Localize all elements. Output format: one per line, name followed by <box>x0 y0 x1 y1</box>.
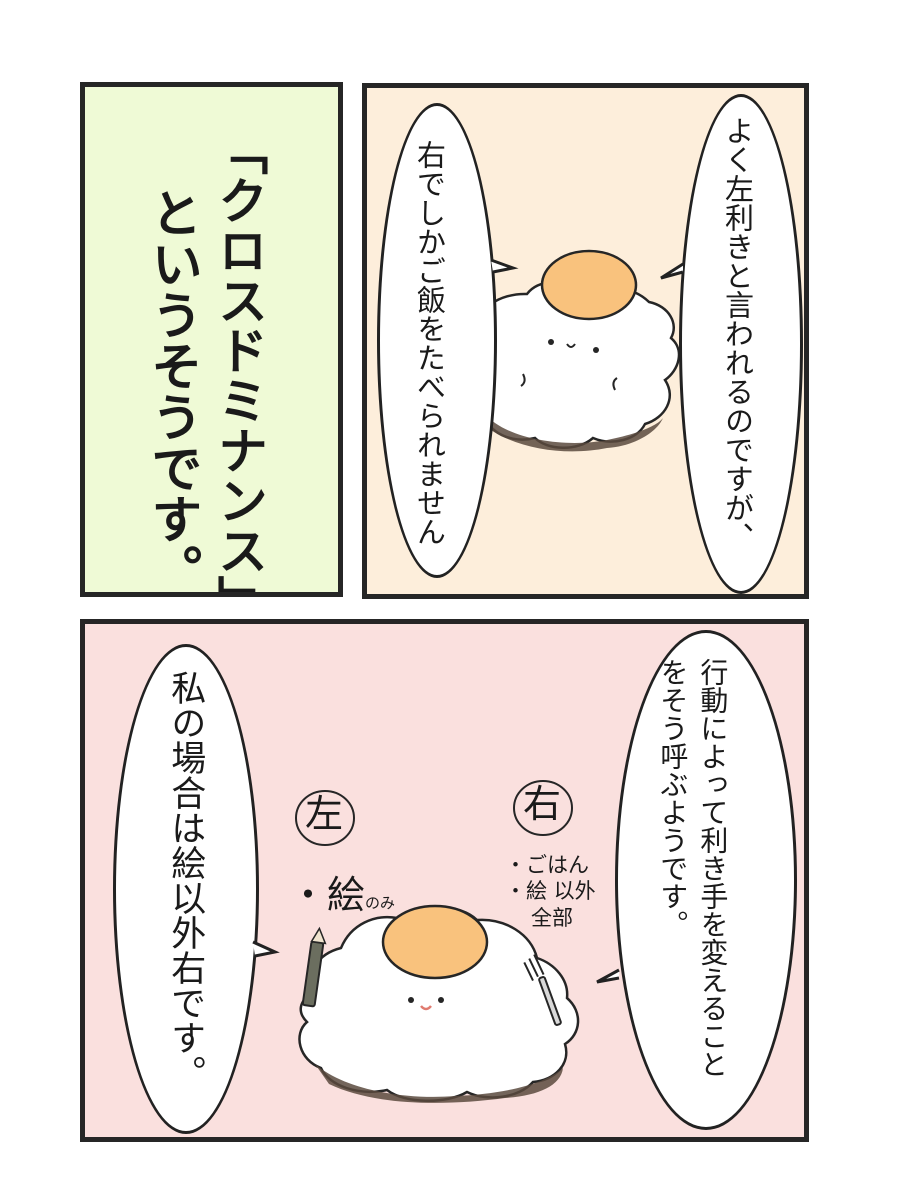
right-hand-note: ・ごはん ・絵 以外 全部 <box>505 852 596 931</box>
right-hand-label: 右 <box>523 782 562 826</box>
narration-line-2: というそうです。 <box>142 187 202 595</box>
left-hand-note-small: のみ <box>365 894 396 912</box>
right-hand-note-line-2: ・絵 以外 <box>505 879 596 904</box>
speech-right-text-line-2: をそう呼ぶようです。 <box>656 658 690 938</box>
speech-left-text: 右でしかご飯をたべられません <box>412 140 447 546</box>
speech-bubble-left <box>113 644 259 1134</box>
speech-bubble-right <box>615 630 797 1130</box>
speech-bubble-right-tail <box>596 968 620 984</box>
left-hand-label: 左 <box>305 792 344 836</box>
egg-character <box>468 249 681 452</box>
speech-right-text-line-1: 行動によって利き手を変えること <box>696 658 730 1078</box>
left-hand-note-main: ・絵 <box>289 873 366 917</box>
panel-cross-dominance: 私の場合は絵以外右です。 をそう呼ぶようです。 行動によって利き手を変えること … <box>80 619 809 1142</box>
speech-right-text: よく左利きと言われるのですが、 <box>720 116 755 551</box>
right-hand-note-line-3: 全部 <box>531 905 573 930</box>
speech-bubble-right-tail <box>660 262 684 280</box>
speech-bubble-left <box>377 103 497 578</box>
narration-line-1: 「クロスドミナンス」 <box>210 125 268 597</box>
panel-left-handed: 右でしかご飯をたべられません よく左利きと言われるのですが、 <box>362 83 809 599</box>
speech-bubble-left-tail <box>252 940 280 958</box>
fork-icon <box>523 954 562 1026</box>
right-hand-circle <box>513 780 573 836</box>
speech-bubble-right <box>679 94 803 594</box>
speech-bubble-left-tail <box>490 258 519 274</box>
left-hand-note: ・絵のみ <box>289 864 395 919</box>
egg-character <box>298 904 580 1103</box>
left-hand-circle <box>295 790 355 846</box>
panel-narration: というそうです。 「クロスドミナンス」 <box>80 82 343 597</box>
right-hand-note-line-1: ・ごはん <box>505 853 589 877</box>
speech-left-text: 私の場合は絵以外右です。 <box>165 670 206 1090</box>
